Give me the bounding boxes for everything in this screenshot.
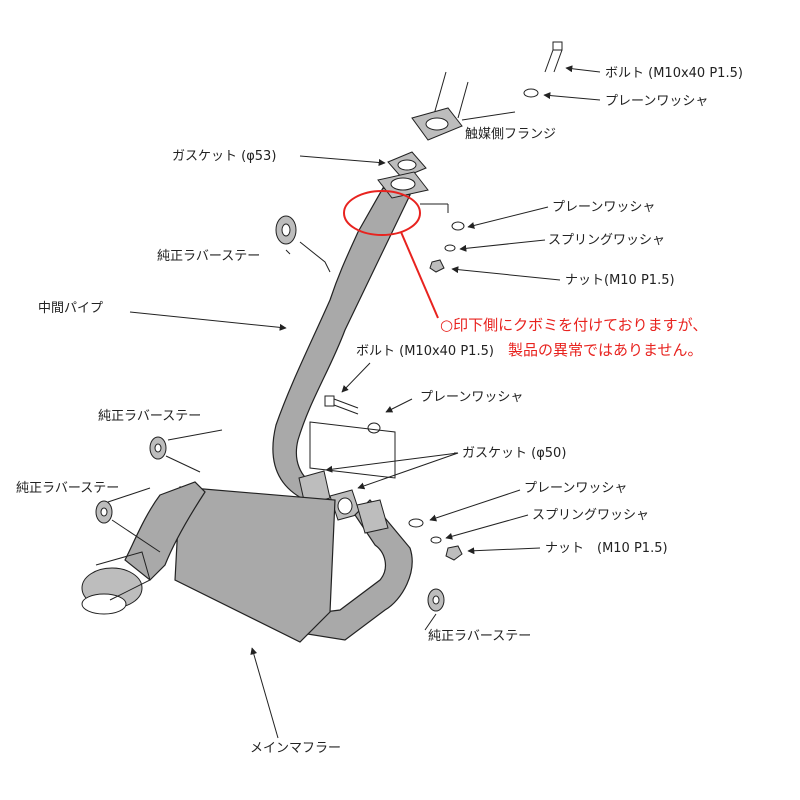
stay3-rod — [111, 519, 161, 553]
nut-r1 — [429, 259, 445, 273]
label-stay-1: 純正ラバーステー — [157, 249, 260, 264]
mid-pipe-rear-flange — [298, 470, 331, 506]
label-stay-4: 純正ラバーステー — [428, 629, 531, 644]
mid-washer — [367, 422, 381, 434]
highlight-circle — [343, 190, 421, 236]
mid-pipe — [272, 187, 411, 501]
spring-washer-r2 — [430, 536, 442, 544]
label-washer-mid: プレーンワッシャ — [420, 390, 523, 405]
note-line-1: ○印下側にクボミを付けておりますが、 — [440, 316, 707, 334]
highlight-leader — [400, 231, 439, 319]
rubber-stay-3 — [95, 500, 113, 524]
label-gasket-50: ガスケット (φ50) — [462, 446, 566, 461]
label-stay-3: 純正ラバーステー — [16, 481, 119, 496]
label-bolt-top: ボルト (M10x40 P1.5) — [605, 66, 743, 81]
rubber-stay-2 — [149, 436, 167, 460]
catalyst-flange — [411, 107, 463, 141]
label-main-muffler: メインマフラー — [250, 741, 341, 756]
top-bolt — [544, 41, 563, 73]
catalyst-pipe — [432, 71, 469, 119]
rubber-stay-4 — [427, 588, 445, 612]
nut-r2 — [445, 545, 463, 561]
washer-r1 — [451, 221, 465, 231]
label-bolt-mid: ボルト (M10x40 P1.5) — [356, 344, 494, 359]
label-washer-r1: プレーンワッシャ — [552, 200, 655, 215]
label-spring-r1: スプリングワッシャ — [548, 233, 665, 248]
gasket-53 — [387, 151, 427, 179]
gasket-50 — [329, 489, 361, 521]
mid-bolt — [324, 395, 359, 415]
washer-r2 — [408, 518, 424, 528]
rubber-stay-1 — [275, 215, 297, 245]
top-washer — [523, 88, 539, 98]
stay2-rod — [165, 455, 201, 473]
note-line-2: 製品の異常ではありません。 — [508, 341, 703, 359]
mid-pipe-hanger-rod — [299, 241, 331, 273]
label-washer-r2: プレーンワッシャ — [524, 481, 627, 496]
label-nut-r1: ナット(M10 P1.5) — [565, 273, 675, 288]
label-washer-top: プレーンワッシャ — [605, 94, 708, 109]
main-muffler — [81, 481, 413, 643]
label-stay-2: 純正ラバーステー — [98, 409, 201, 424]
label-nut-r2: ナット (M10 P1.5) — [545, 541, 668, 556]
leader-arrows — [107, 65, 601, 739]
spring-washer-r1 — [444, 244, 456, 252]
label-mid-pipe: 中間パイプ — [38, 301, 103, 316]
label-flange: 触媒側フランジ — [465, 127, 556, 142]
label-spring-r2: スプリングワッシャ — [532, 508, 649, 523]
bracket-plate — [309, 421, 396, 479]
label-gasket-53: ガスケット (φ53) — [172, 149, 276, 164]
